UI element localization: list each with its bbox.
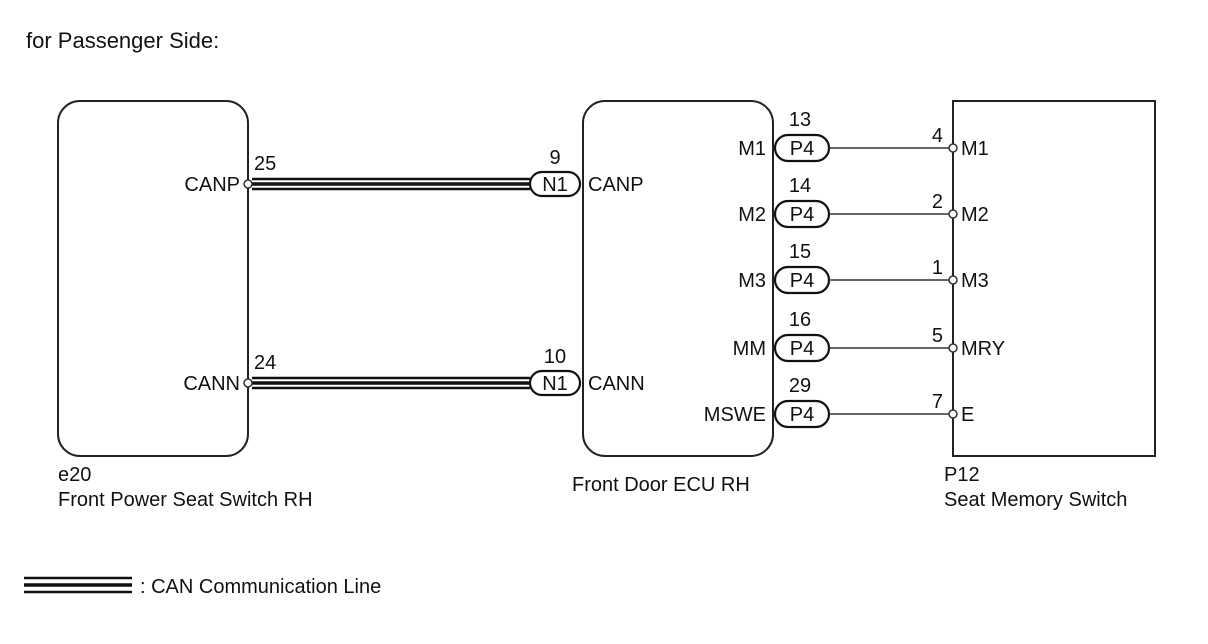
- switch-pin-number: 2: [932, 191, 943, 213]
- connector-label: P4: [790, 338, 814, 360]
- memory-line: MSWE P4 29 7E: [704, 375, 974, 429]
- switch-pin-number: 1: [932, 257, 943, 279]
- legend-label: : CAN Communication Line: [140, 576, 381, 598]
- terminal-dot: [948, 209, 958, 219]
- diagram-title: for Passenger Side:: [26, 28, 219, 53]
- connector-body: [528, 170, 582, 198]
- ecu-pin-label: M2: [738, 204, 766, 226]
- switch-pin-label: M1: [961, 138, 989, 160]
- left-pin-label: CANN: [183, 373, 240, 395]
- ecu-pin-number: 13: [789, 109, 811, 131]
- terminal-dot: [243, 378, 253, 388]
- terminal-dot: [948, 343, 958, 353]
- connector-label: P4: [790, 404, 814, 426]
- front-power-seat-switch-box: [57, 100, 249, 457]
- legend-can-line-symbol: [24, 576, 132, 594]
- terminal-dot: [948, 275, 958, 285]
- center-component-name: Front Door ECU RH: [572, 474, 750, 496]
- right-component-code: P12: [944, 464, 980, 486]
- ecu-pin-number: 15: [789, 241, 811, 263]
- ecu-pin-number: 29: [789, 375, 811, 397]
- switch-pin-number: 4: [932, 125, 943, 147]
- ecu-pin-number: 14: [789, 175, 811, 197]
- left-pin-number: 24: [254, 352, 276, 374]
- left-pin-label: CANP: [184, 174, 240, 196]
- switch-pin-label: E: [961, 404, 974, 426]
- switch-pin-number: 5: [932, 325, 943, 347]
- ecu-pin-number: 9: [549, 147, 560, 169]
- front-door-ecu-box: [582, 100, 774, 457]
- ecu-pin-label: MSWE: [704, 404, 766, 426]
- ecu-pin-label: CANN: [588, 373, 645, 395]
- memory-line: M1 P4 13 4M1: [738, 109, 989, 163]
- memory-line: M3 P4 15 1M3: [738, 241, 989, 295]
- left-component-name: Front Power Seat Switch RH: [58, 489, 313, 511]
- terminal-dot: [948, 409, 958, 419]
- ecu-pin-label: M1: [738, 138, 766, 160]
- switch-pin-number: 7: [932, 391, 943, 413]
- ecu-pin-number: 10: [544, 346, 566, 368]
- switch-pin-label: MRY: [961, 338, 1005, 360]
- terminal-dot: [948, 143, 958, 153]
- right-component-name: Seat Memory Switch: [944, 489, 1127, 511]
- terminal-dot: [243, 179, 253, 189]
- connector-body: [528, 369, 582, 397]
- seat-memory-switch-box: [952, 100, 1156, 457]
- memory-line: M2 P4 14 2M2: [738, 175, 989, 229]
- left-component-code: e20: [58, 464, 91, 486]
- ecu-pin-label: CANP: [588, 174, 644, 196]
- connector-label: P4: [790, 204, 814, 226]
- connector-label: N1: [542, 373, 568, 395]
- left-pin-number: 25: [254, 153, 276, 175]
- connector-label: P4: [790, 270, 814, 292]
- legend: : CAN Communication Line: [24, 576, 381, 598]
- connector-label: P4: [790, 138, 814, 160]
- ecu-pin-label: MM: [733, 338, 766, 360]
- switch-pin-label: M3: [961, 270, 989, 292]
- switch-pin-label: M2: [961, 204, 989, 226]
- connector-label: N1: [542, 174, 568, 196]
- ecu-pin-label: M3: [738, 270, 766, 292]
- ecu-pin-number: 16: [789, 309, 811, 331]
